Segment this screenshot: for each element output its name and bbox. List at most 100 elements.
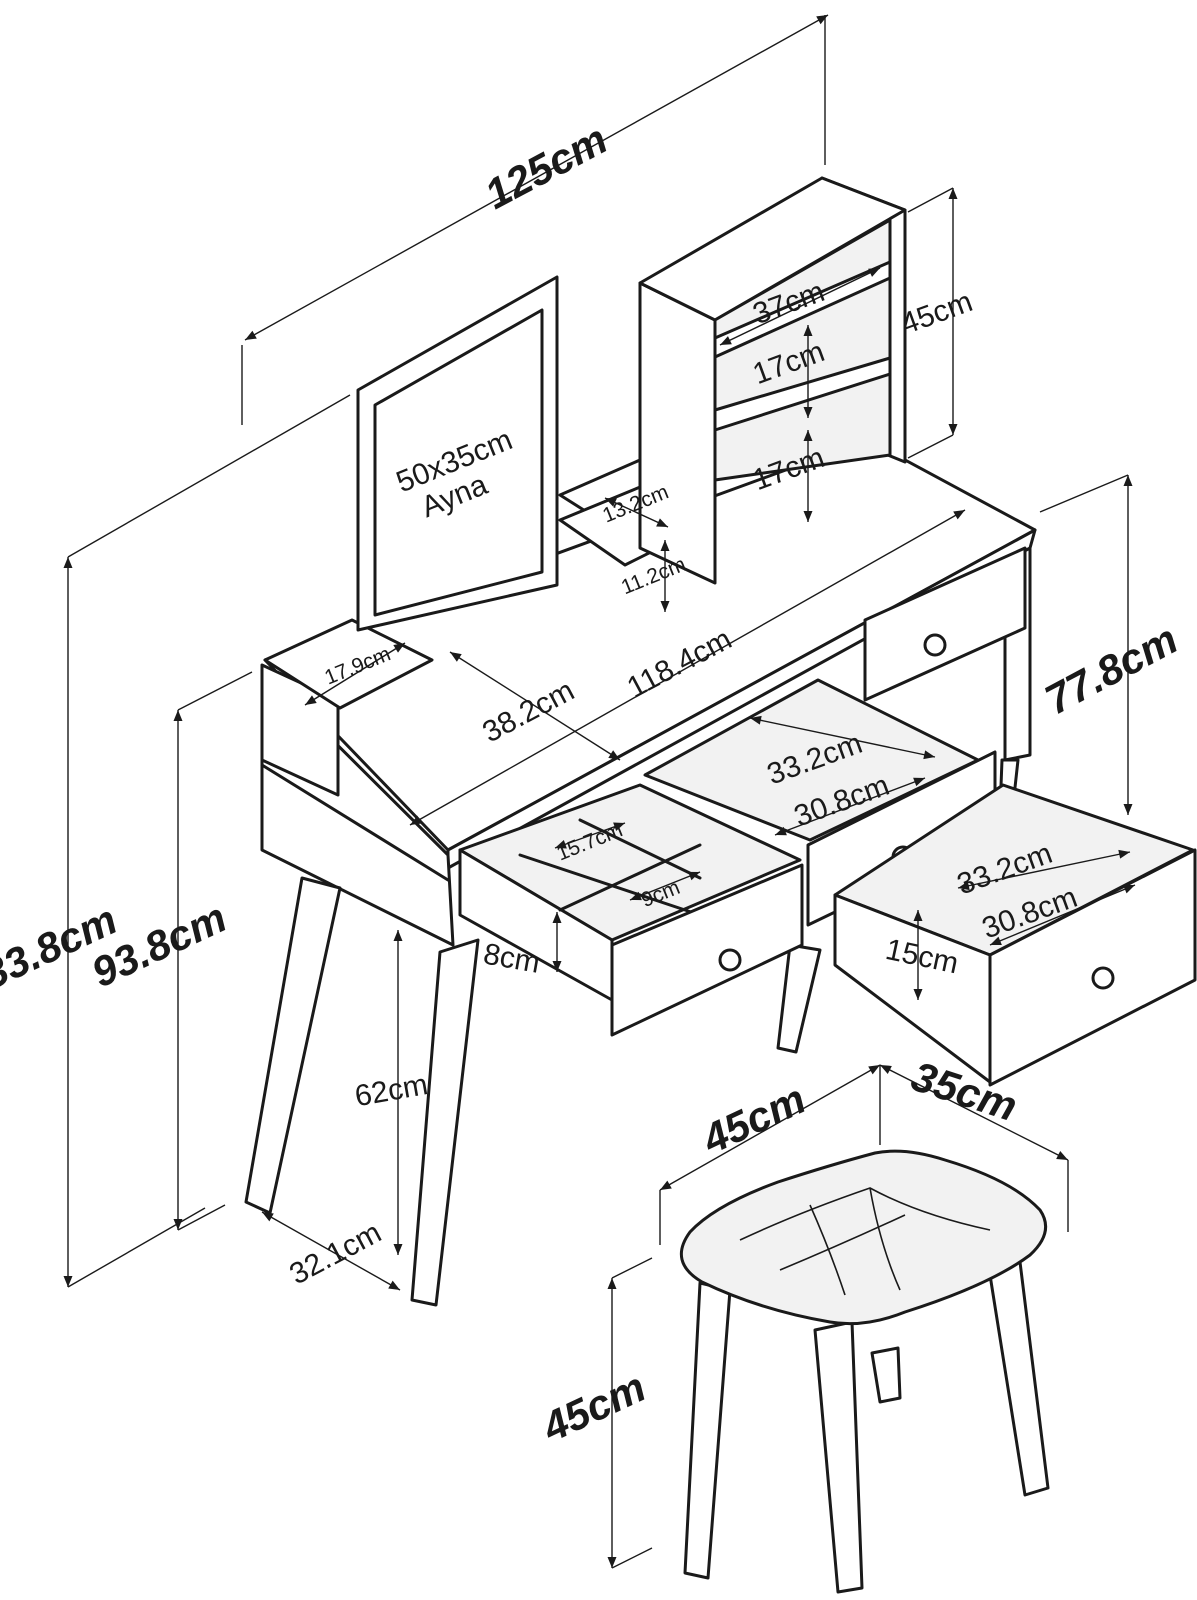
dim-line-118-4 [409,509,966,826]
dim-line-93-8-arrow-start [173,710,183,721]
dim-line-8-arrow-start [552,912,562,923]
dim-line-stool-45-width [659,1064,881,1191]
dim-line-77-8-arrow-end [1123,804,1133,815]
stool-leg-back [870,1346,902,1404]
left-body-shelf-line [260,763,450,882]
stool-cushion [680,1149,1048,1326]
dim-line-mid-30-8 [774,777,926,836]
dim-line-right-30-8-arrow-end [1123,885,1135,894]
dim-line-8-arrow-end [552,961,562,972]
dim-ext-stool-height-top [611,1257,653,1279]
dim-line-mid-33-2-arrow-start [750,715,762,725]
dim-line-17-upper-arrow-start [803,325,813,336]
dim-line-17-lower-arrow-end [803,511,813,522]
dim-line-shelf-45-arrow-start [948,188,958,199]
dim-line-32-1-arrow-start [262,1212,274,1222]
dim-line-133-8-arrow-end [63,1276,73,1287]
shelf-upper [713,260,892,359]
dim-line-right-33-2-arrow-end [1118,849,1130,859]
front-leg-right [410,938,480,1307]
dim-line-stool-35-depth [879,1064,1069,1161]
dim-line-stool-45-height-arrow-start [607,1278,617,1289]
left-drawer-divider-b [558,843,702,912]
dim-ext-93-8-bottom [177,1204,226,1231]
back-leg-right [776,943,822,1054]
label-stool-width: 45cm [694,1075,812,1163]
dim-ext-133-8-top [67,394,351,558]
dim-line-37-arrow-start [720,336,732,345]
dim-line-17-upper-arrow-end [803,407,813,418]
dim-line-mid-33-2 [749,717,936,758]
dim-line-13-2-arrow-end [656,518,668,527]
dressing-table [244,176,1197,1307]
dim-line-shelf-45-arrow-end [948,424,958,435]
dim-line-9 [629,871,701,901]
right-upper-drawer [863,546,1027,702]
front-leg-left [244,876,342,1215]
stool-leg-middle [813,1320,864,1594]
dim-line-118-4-arrow-start [410,815,422,825]
dim-line-right-30-8-arrow-start [990,936,1002,945]
label-total-width: 125cm [477,115,615,218]
label-right-height: 77.8cm [1037,615,1185,723]
right-drawer-front [988,848,1197,1087]
dim-line-right-33-2-arrow-start [958,881,970,891]
dim-line-mid-33-2-arrow-end [923,750,935,760]
right-upper-drawer-knob [923,633,947,657]
label-shelf-height: 45cm [897,285,977,341]
dim-line-right-33-2 [957,851,1131,889]
dim-line-77-8-arrow-start [1123,475,1133,486]
dim-line-62-arrow-start [393,930,403,941]
dim-line-125 [244,14,829,341]
dim-line-38-2 [449,651,621,761]
dim-ext-stool-height-bottom [611,1547,653,1569]
right-drawer-knob [1091,966,1115,990]
dim-line-93-8-arrow-end [173,1219,183,1230]
dim-line-17-9 [304,642,406,706]
dim-line-15-7-arrow-end [613,822,625,831]
dim-line-stool-35-depth-arrow-start [880,1065,892,1074]
dim-line-15-7-arrow-start [555,840,567,849]
dim-line-62-arrow-end [393,1244,403,1255]
dim-ext-shelf-45-top [907,187,954,213]
dim-line-right-30-8 [989,884,1136,946]
mirror-frame [356,275,559,632]
dim-ext-133-8-bottom [67,1207,206,1288]
left-drawer-knob [718,948,742,972]
dim-line-stool-45-width-arrow-start [660,1180,672,1190]
shelf-unit-top [638,176,907,322]
dim-line-15-arrow-start [913,910,923,921]
dim-line-37-arrow-end [868,268,880,277]
dim-line-125-arrow-start [245,330,257,340]
mirror-glass [373,308,544,617]
dim-ext-shelf-45-bottom [907,434,954,459]
label-leg-spacing: 32.1cm [284,1216,386,1291]
dim-line-stool-35-depth-arrow-end [1056,1151,1068,1160]
shelf-unit-left-post [638,281,717,585]
dim-line-15-7 [554,822,626,849]
left-drawer-front [610,863,804,1037]
left-drawer-divider-long [518,853,702,917]
dim-line-125-arrow-end [816,15,828,25]
dim-line-118-4-arrow-end [953,510,965,520]
dim-line-13-2 [604,497,669,528]
dim-line-mid-30-8-arrow-end [913,777,925,787]
dim-ext-77-8-top [1039,474,1129,513]
dim-line-38-2-arrow-start [450,652,462,662]
dim-line-17-9-arrow-end [393,643,405,653]
dim-line-17-9-arrow-start [305,695,317,705]
dim-line-mid-30-8-arrow-start [775,826,787,836]
dim-line-32-1 [261,1211,401,1291]
dim-line-11-2-arrow-start [660,540,670,551]
dim-line-15-arrow-end [913,989,923,1000]
stool-leg-right [988,1260,1050,1497]
dim-line-133-8-arrow-start [63,557,73,568]
stool-leg-left [683,1281,732,1580]
dim-line-stool-45-width-arrow-end [868,1065,880,1075]
dim-line-9-arrow-start [630,891,642,901]
dim-line-17-lower-arrow-start [803,430,813,441]
dim-line-stool-45-height-arrow-end [607,1557,617,1568]
dim-line-32-1-arrow-end [388,1280,400,1290]
stool-tufting [739,1187,991,1296]
